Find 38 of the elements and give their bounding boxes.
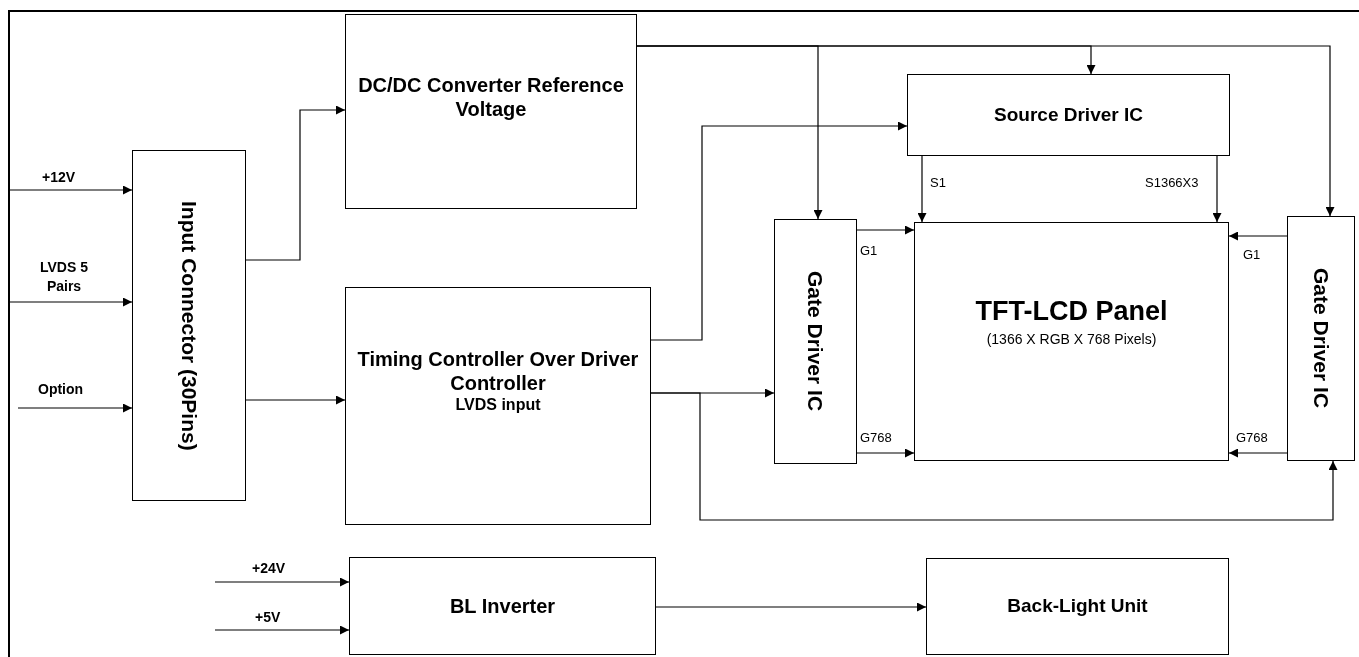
block-title: Gate Driver IC bbox=[803, 271, 829, 412]
arrow bbox=[1212, 155, 1222, 223]
block-subtitle: (1366 X RGB X 768 Pixels) bbox=[986, 331, 1157, 349]
converter-box bbox=[345, 14, 637, 209]
controller-box bbox=[345, 287, 651, 525]
arrow bbox=[650, 121, 908, 341]
arrow bbox=[9, 185, 133, 195]
arrow bbox=[214, 577, 350, 587]
block-title: DC/DC Converter Reference Voltage bbox=[357, 72, 625, 121]
block-title: BL Inverter bbox=[449, 594, 556, 618]
block-title: Source Driver IC bbox=[994, 103, 1143, 127]
arrow bbox=[1228, 231, 1288, 241]
arrow bbox=[917, 155, 927, 223]
arrow bbox=[245, 395, 346, 405]
block-title: Gate Driver IC bbox=[1308, 268, 1334, 409]
arrow bbox=[856, 225, 915, 235]
arrow bbox=[1228, 448, 1288, 458]
arrow bbox=[214, 625, 350, 635]
arrow bbox=[650, 392, 1338, 521]
edge-label: Option bbox=[38, 380, 84, 399]
arrow bbox=[655, 602, 927, 612]
block-title: Timing Controller Over Driver Controller bbox=[356, 347, 640, 396]
arrow bbox=[245, 105, 346, 261]
driver-box bbox=[907, 74, 1230, 156]
panel-box bbox=[914, 222, 1229, 461]
block-title: Input Connector (30Pins) bbox=[176, 200, 202, 451]
driver-box bbox=[1287, 216, 1355, 461]
driver-box bbox=[774, 219, 857, 464]
inverter-box bbox=[349, 557, 656, 655]
arrow bbox=[9, 297, 133, 307]
arrow bbox=[636, 45, 1335, 217]
connector-box bbox=[132, 150, 246, 501]
backlight-box bbox=[926, 558, 1229, 655]
arrow bbox=[856, 448, 915, 458]
block-subtitle: LVDS input bbox=[455, 395, 541, 415]
arrow bbox=[17, 403, 133, 413]
block-title: Back-Light Unit bbox=[1007, 595, 1148, 618]
block-title: TFT-LCD Panel bbox=[975, 294, 1168, 328]
